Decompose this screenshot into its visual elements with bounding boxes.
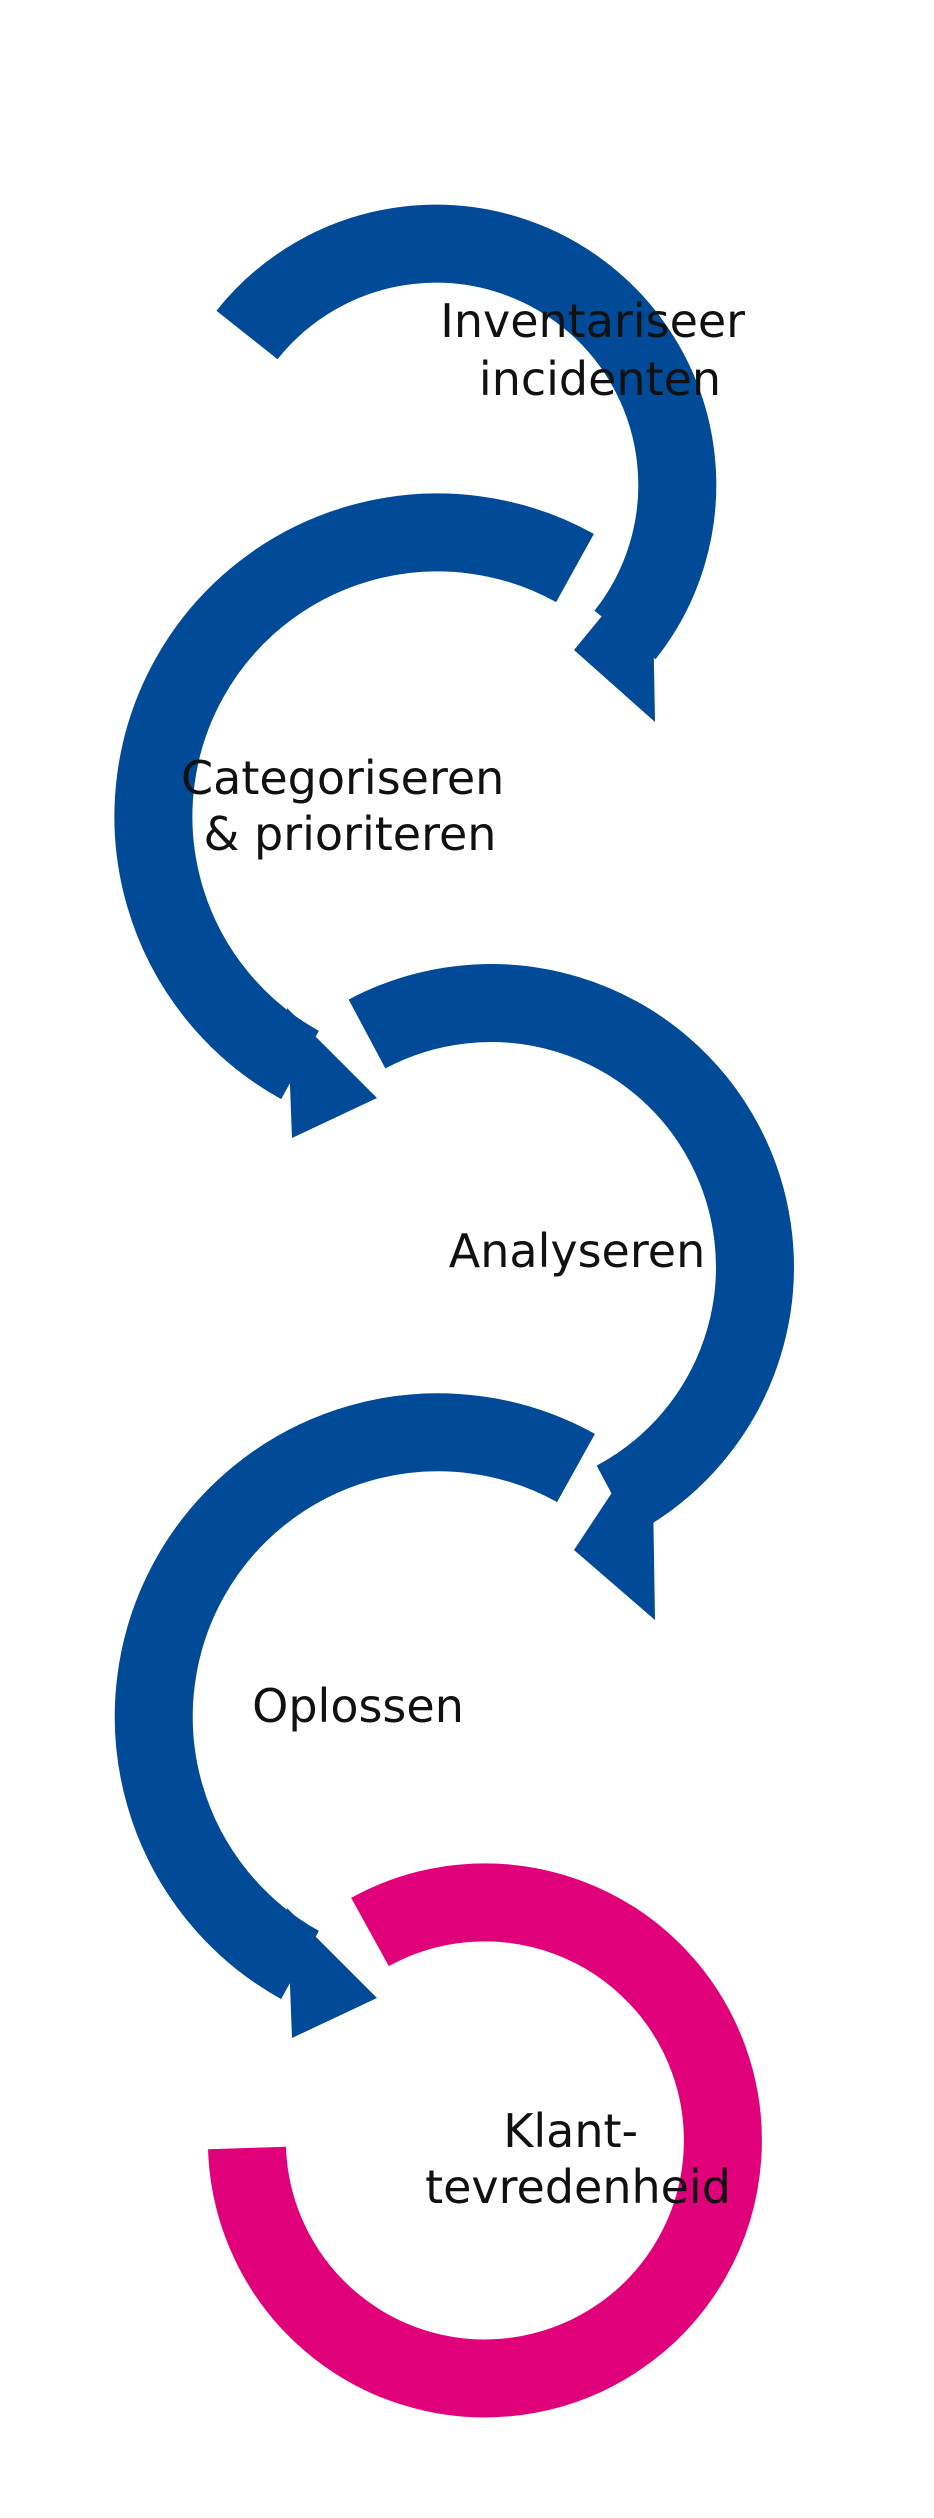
step-1-label: Inventariseer incidenten <box>440 294 759 406</box>
step-1-arrow <box>216 204 717 722</box>
step-2-label-line1: Categoriseren <box>181 751 504 805</box>
step-3-arrowhead <box>574 1432 655 1620</box>
step-5-label-line1: Klant- <box>503 2104 638 2158</box>
step-1-arrowhead <box>574 555 655 722</box>
step-4-arc <box>114 1393 595 2000</box>
step-3-label-line1: Analyseren <box>449 1224 705 1278</box>
step-2-arc <box>114 493 594 1100</box>
step-2-label-line2: & prioriteren <box>204 807 497 861</box>
step-3-label: Analyseren <box>449 1224 705 1278</box>
step-2-arrowhead <box>287 1008 377 1138</box>
step-5-label-line2: tevredenheid <box>425 2160 731 2214</box>
step-2-arrow <box>114 493 594 1138</box>
step-2-label: Categoriseren & prioriteren <box>181 751 519 861</box>
step-4-label-line1: Oplossen <box>252 1679 464 1733</box>
step-3-arc <box>348 964 794 1535</box>
step-3-arrow <box>348 964 794 1620</box>
step-4-arrowhead <box>287 1908 377 2038</box>
step-4-label: Oplossen <box>252 1679 464 1733</box>
step-1-label-line1: Inventariseer <box>440 294 745 348</box>
step-1-label-line2: incidenten <box>479 352 721 406</box>
step-1-arc <box>216 204 717 660</box>
step-4-arrow <box>114 1393 595 2038</box>
step-5-label: Klant- tevredenheid <box>425 2104 731 2214</box>
step-5-ring <box>208 1863 762 2418</box>
step-5-arc <box>208 1863 762 2418</box>
